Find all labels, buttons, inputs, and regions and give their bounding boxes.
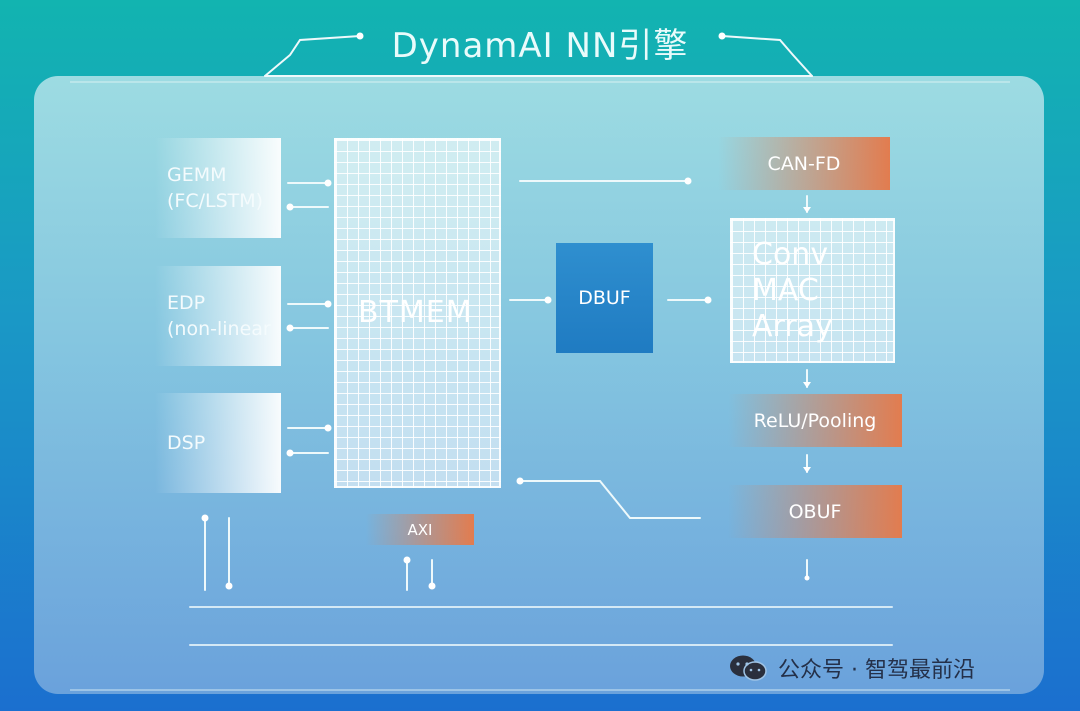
btmem-block: BTMEM [334,138,501,488]
obuf-block: OBUF [728,485,902,538]
gemm-sublabel: (FC/LSTM) [167,190,264,212]
gemm-block: GEMM (FC/LSTM) [155,138,281,238]
edp-block: EDP (non-linear [155,266,281,366]
mac-label: MAC [752,272,819,308]
dbuf-label: DBUF [578,287,631,309]
edp-sublabel: (non-linear [167,318,271,340]
wechat-icon [728,653,768,683]
diagram-title: DynamAI NN引擎 [391,26,689,66]
axi-label: AXI [407,520,433,539]
relu-pooling-block: ReLU/Pooling [728,394,902,447]
gemm-label: GEMM [167,164,227,186]
title-bracket-right [721,35,813,77]
title-bracket-left [264,35,361,77]
dbuf-block: DBUF [556,243,653,353]
relu-pooling-label: ReLU/Pooling [753,409,877,432]
obuf-label: OBUF [788,500,842,523]
btmem-label: BTMEM [358,295,473,330]
watermark-text: 公众号 · 智驾最前沿 [778,658,975,683]
can-fd-label: CAN-FD [767,152,841,175]
panel-ruler-ticks [70,81,1010,691]
axi-block: AXI [366,514,474,545]
obuf-to-btmem [519,480,701,519]
can-fd-block: CAN-FD [718,137,890,190]
dsp-block: DSP [155,393,281,493]
conv-label: Conv [752,236,829,272]
conv-mac-array-block: Conv MAC Array [730,218,895,363]
edp-label: EDP [167,292,206,314]
array-label: Array [752,308,833,344]
dsp-label: DSP [167,432,206,454]
watermark: 公众号 · 智驾最前沿 [728,652,975,684]
